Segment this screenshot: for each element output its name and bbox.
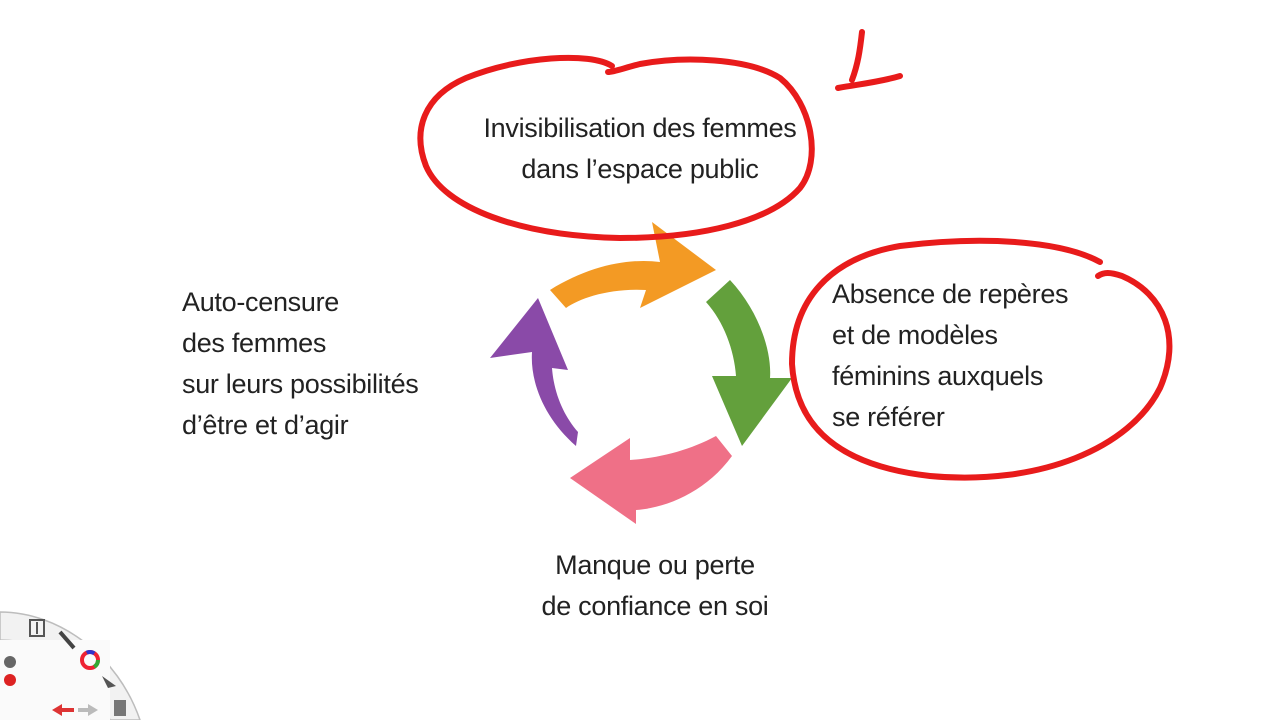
label-line: Manque ou perte: [555, 550, 755, 580]
stop-icon[interactable]: [4, 674, 16, 686]
label-line: sur leurs possibilités: [182, 369, 419, 399]
pointer-icon[interactable]: [102, 676, 116, 688]
label-manque-confiance: Manque ou perte de confiance en soi: [500, 545, 810, 627]
cycle-arrow-right: [706, 280, 792, 446]
label-line: Invisibilisation des femmes: [483, 113, 797, 143]
pen-tool-icon[interactable]: [58, 630, 76, 650]
label-line: de confiance en soi: [541, 591, 769, 621]
label-line: et de modèles: [832, 320, 998, 350]
label-line: féminins auxquels: [832, 361, 1044, 391]
label-line: d’être et d’agir: [182, 410, 349, 440]
label-line: Auto-censure: [182, 287, 339, 317]
record-icon[interactable]: [4, 656, 16, 668]
clipboard-icon[interactable]: [114, 700, 126, 716]
color-wheel-icon[interactable]: [80, 650, 100, 670]
cycle-arrow-bottom: [570, 436, 732, 524]
text-tool-icon[interactable]: [29, 619, 45, 637]
number-one-annotation: [835, 29, 903, 91]
label-line: dans l’espace public: [521, 154, 759, 184]
label-line: se référer: [832, 402, 945, 432]
label-line: des femmes: [182, 328, 327, 358]
label-line: Absence de repères: [832, 279, 1069, 309]
label-auto-censure: Auto-censure des femmes sur leurs possib…: [182, 282, 502, 446]
cycle-diagram: [490, 222, 792, 524]
label-invisibilisation: Invisibilisation des femmes dans l’espac…: [440, 108, 840, 190]
radial-toolbar: [0, 611, 141, 720]
label-absence-reperes: Absence de repères et de modèles féminin…: [832, 274, 1152, 438]
redo-icon[interactable]: [78, 704, 98, 716]
cycle-arrow-top: [550, 222, 716, 308]
cycle-arrow-left: [490, 298, 578, 446]
undo-icon[interactable]: [52, 704, 74, 716]
